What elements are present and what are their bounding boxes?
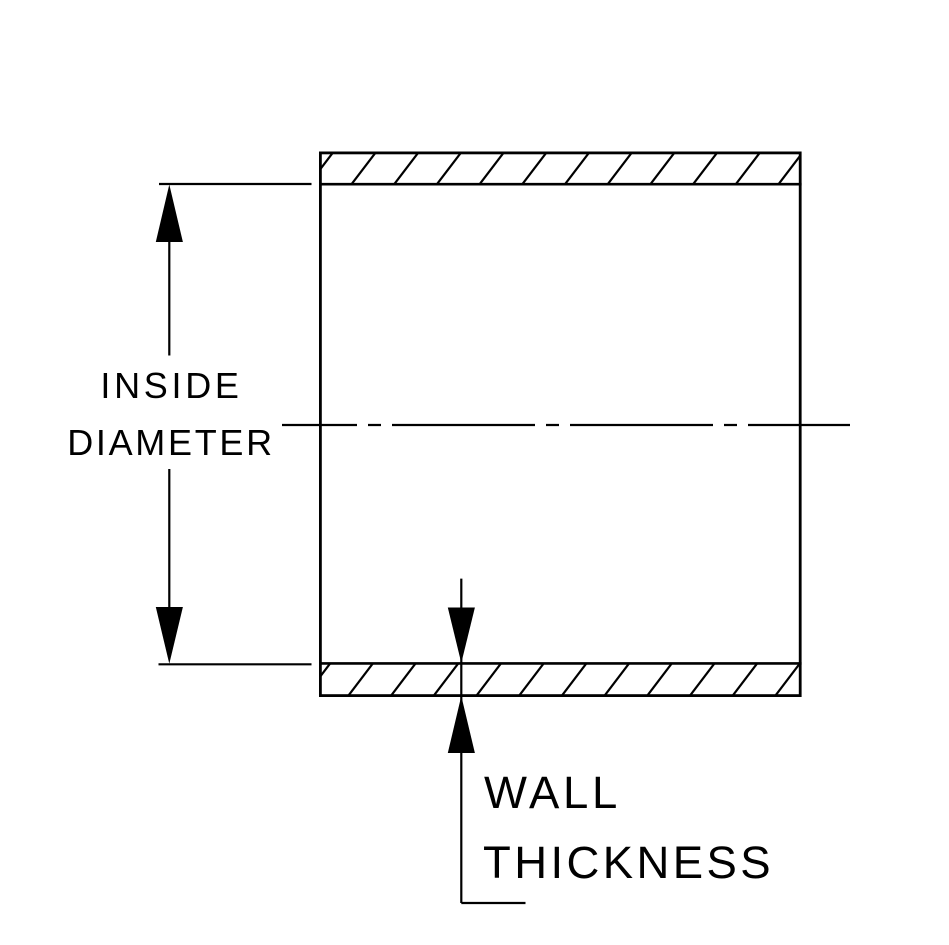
svg-text:DIAMETER: DIAMETER — [67, 422, 275, 463]
svg-text:WALL: WALL — [484, 767, 621, 818]
svg-text:THICKNESS: THICKNESS — [483, 837, 774, 888]
svg-text:INSIDE: INSIDE — [100, 365, 242, 406]
